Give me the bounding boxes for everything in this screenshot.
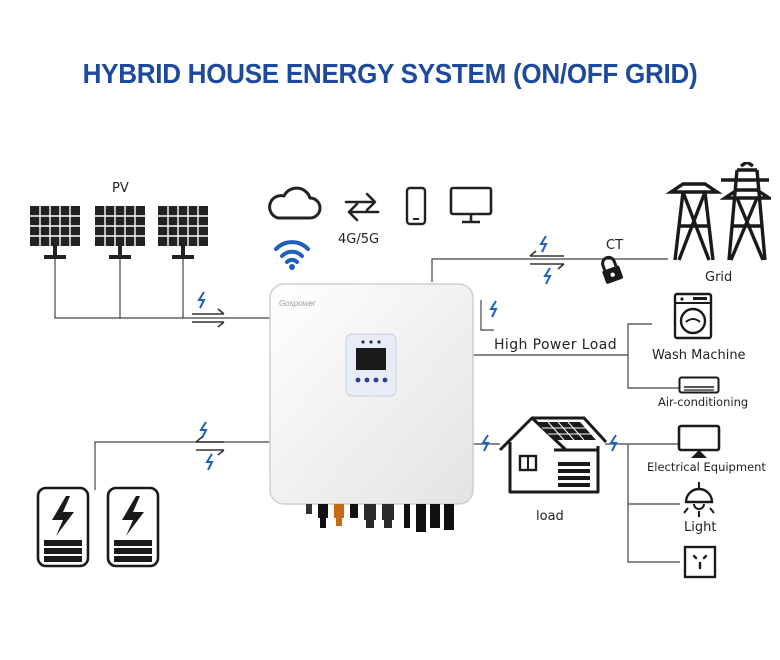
power-socket-icon	[683, 545, 717, 579]
solar-panel-icon	[29, 205, 209, 260]
bidirectional-flow-icon	[195, 421, 225, 470]
power-tower-icon	[665, 162, 771, 261]
ct-label: CT	[606, 238, 624, 253]
lightning-bolt-icon	[609, 434, 618, 452]
lightning-bolt-icon	[489, 300, 498, 318]
cloud-icon	[268, 186, 322, 220]
inverter-brand: Gospower	[279, 299, 316, 308]
inverter-unit	[269, 283, 474, 532]
light-label: Light	[684, 520, 717, 535]
grid-label: Grid	[705, 270, 733, 285]
air-conditioner-icon	[678, 376, 720, 394]
battery-icon	[36, 486, 160, 568]
wifi-icon	[274, 240, 310, 270]
high-power-load-label: High Power Load	[494, 337, 617, 353]
page-title: HYBRID HOUSE ENERGY SYSTEM (ON/OFF GRID)	[82, 58, 698, 89]
ac-line	[627, 355, 680, 389]
exchange-arrows-icon	[344, 192, 380, 222]
loads-vertical-line	[627, 444, 680, 563]
tv-icon	[677, 424, 721, 458]
wash-machine-label: Wash Machine	[652, 348, 746, 363]
house-icon	[498, 416, 608, 494]
bidirectional-flow-icon	[529, 235, 565, 284]
load-label: load	[536, 509, 564, 524]
air-conditioning-label: Air-conditioning	[658, 395, 749, 409]
lock-icon	[601, 255, 623, 284]
hpl-bend	[480, 300, 494, 331]
electrical-equipment-label: Electrical Equipment	[647, 460, 766, 474]
pv-label: PV	[112, 181, 129, 196]
battery-bus-line	[94, 441, 272, 490]
light-bulb-icon	[683, 482, 715, 517]
washing-machine-icon	[673, 292, 713, 340]
smartphone-icon	[405, 186, 427, 226]
pv-bus-line	[54, 258, 272, 319]
grid-line	[431, 258, 668, 282]
network-label: 4G/5G	[338, 232, 380, 247]
bidirectional-flow-icon	[192, 291, 225, 328]
hpl-line	[473, 323, 652, 356]
monitor-icon	[449, 186, 493, 224]
lightning-bolt-icon	[481, 434, 490, 452]
